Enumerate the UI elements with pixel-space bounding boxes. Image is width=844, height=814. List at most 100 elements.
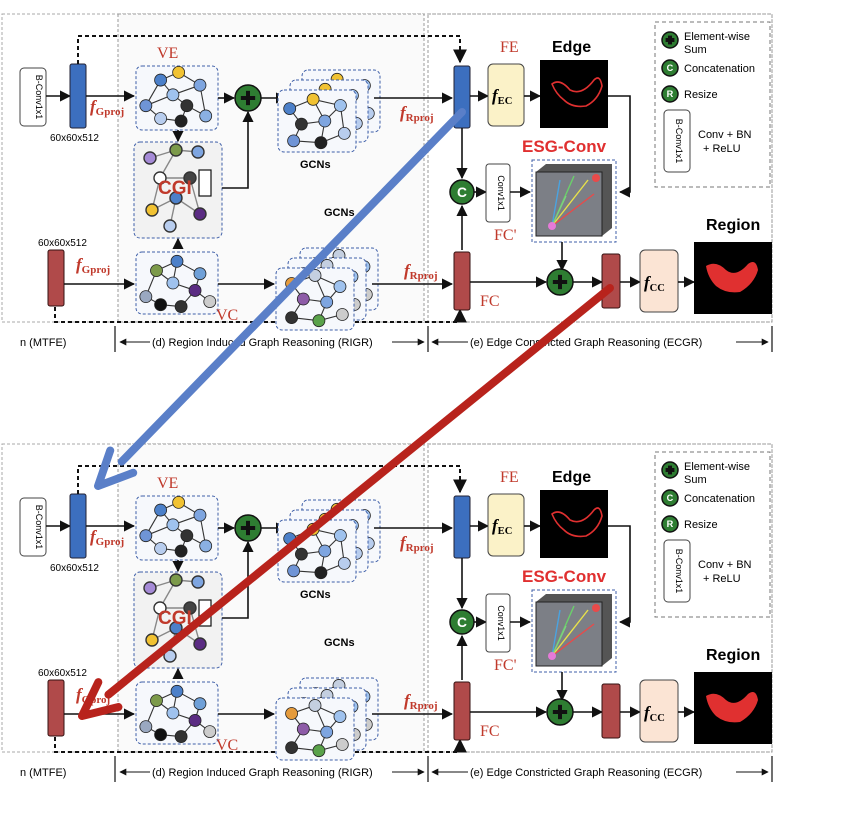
bottom-cgi-node (143, 581, 157, 595)
top-f-gproj-top: fGproj (90, 97, 124, 118)
bottom-bconv-block (19, 497, 47, 557)
top-gcn-top-layer-node (294, 117, 308, 131)
bottom-vc-graph-node (166, 706, 180, 720)
bottom-vc-graph (135, 681, 219, 745)
top-esg-frame (531, 159, 617, 243)
top-vc-label: VC (216, 307, 238, 324)
bottom-gcn-top-layer-node (337, 556, 351, 570)
bottom-vc-graph-node (139, 720, 153, 734)
bottom-gcn-top-layer-node (314, 566, 328, 580)
top-dim-bottom: 60x60x512 (38, 238, 87, 249)
top-esg-ray (551, 195, 567, 227)
bottom-vc-graph-node (150, 694, 163, 708)
bottom-cgi-node (169, 621, 183, 635)
top-legend-bconv-block (663, 109, 691, 173)
top-gcn-bottom-layer-node (312, 314, 326, 328)
bottom-ve-graph-node (154, 503, 168, 517)
top-fcc-block (639, 249, 679, 313)
bottom-legend-convbn-2: + ReLU (703, 573, 741, 585)
bottom-legend-concat-icon-symbol: C (667, 493, 674, 503)
bottom-ve-graph-node (174, 544, 188, 558)
top-ve-graph-node (154, 73, 168, 87)
bottom-vc-graph-node (203, 725, 217, 739)
bottom-esg-frame (531, 589, 617, 673)
panel-bottom: B-Conv1x160x60x512fGprojVEGCNsfRprojCGI6… (1, 443, 773, 782)
top-red-block (47, 249, 65, 307)
top-gcn-top-layer-node (333, 99, 347, 112)
top-dim-top: 60x60x512 (50, 133, 99, 144)
blue-cross-arrow (94, 108, 466, 490)
bottom-sum-red-block (601, 683, 621, 739)
top-ve-graph (135, 65, 219, 131)
top-ecgr-frame (427, 13, 773, 323)
bottom-f-rproj-bottom: fRproj (404, 691, 438, 712)
bottom-edge-title: Edge (552, 469, 591, 486)
bottom-legend-bconv-block (663, 539, 691, 603)
bottom-gcn-bottom-layer-node (285, 707, 299, 720)
bottom-legend-concat: Concatenation (684, 493, 755, 505)
bottom-conv1x1-label: Conv1x1 (496, 605, 506, 641)
top-dashed-bypass-top (77, 35, 467, 64)
bottom-ve-graph-node (199, 539, 213, 553)
bottom-cgi-node (191, 575, 205, 589)
bottom-gcn-bottom-layer-node (285, 741, 299, 755)
bottom-legend-sum-icon-v (668, 465, 672, 475)
bottom-gcn-bottom-layer-node (296, 722, 310, 736)
bottom-fcc-block (639, 679, 679, 743)
top-legend-bconv-label: B-Conv1x1 (674, 119, 684, 164)
top-gcn-top-layer-node (318, 114, 332, 128)
top-cgi-node (191, 145, 205, 159)
top-f-rproj-top: fRproj (400, 103, 434, 124)
top-ve-graph-node (193, 78, 207, 92)
top-gcn-top-layer-node (287, 134, 301, 148)
top-legend-concat-icon (661, 59, 679, 77)
bottom-ve-label: VE (157, 475, 178, 492)
top-caption-rigr: (d) Region Induced Graph Reasoning (RIGR… (152, 337, 373, 349)
bottom-esg-ray (551, 609, 561, 657)
bottom-esg-center (548, 652, 556, 660)
bottom-fe-label: FE (500, 469, 519, 486)
bottom-legend-resize: Resize (684, 519, 718, 531)
top-vc-graph-node (170, 254, 184, 268)
top-arrow-edge-esg (608, 95, 631, 198)
top-esg-ray (551, 193, 595, 227)
top-cgi-node (193, 207, 207, 221)
bottom-esg-corner (592, 604, 600, 612)
bottom-arrow-edge-esg (608, 525, 631, 628)
top-esg-ray (551, 179, 589, 227)
bottom-dashed-bypass-bottom (54, 730, 467, 753)
top-fc-block (453, 251, 471, 311)
bottom-concat-c-symbol: C (457, 615, 467, 630)
top-vc-graph-node (203, 295, 217, 309)
bottom-gcn-bottom-layer-node (333, 710, 347, 724)
top-concat-c-symbol: C (457, 185, 467, 200)
bottom-esg-ray (551, 625, 567, 657)
bottom-gcn-top-layer-node (333, 529, 347, 542)
top-legend-resize: Resize (684, 89, 718, 101)
top-ve-graph-node (180, 99, 194, 113)
top-gcn-bottom-layer-node (320, 295, 334, 309)
bottom-ve-graph-node (154, 542, 168, 555)
top-esg-corner (592, 174, 600, 182)
top-cgi-node (169, 191, 183, 205)
top-region-shape (706, 262, 758, 293)
bottom-gcns-bottom: GCNs (324, 637, 355, 649)
top-gcn-top-layer-node (337, 126, 351, 140)
top-gcn-top-layer-node (283, 102, 297, 115)
bottom-gcn-top-layer-node (294, 547, 308, 561)
top-gcn-bottom-layer-node (285, 311, 299, 325)
top-legend-concat: Concatenation (684, 63, 755, 75)
top-f-cc: fCC (644, 273, 665, 294)
top-blue-block (69, 63, 87, 129)
bottom-cgi-node (169, 573, 183, 587)
bottom-fc-block (453, 681, 471, 741)
bottom-cgi-node (145, 633, 159, 647)
bottom-ve-graph-node (180, 529, 194, 543)
bottom-fc-prime-label: FC' (494, 657, 517, 674)
top-sum-top-v (246, 90, 250, 106)
bottom-cgi-label: CGI (158, 608, 192, 629)
top-f-gproj-bottom: fGproj (76, 255, 110, 276)
bottom-dim-bottom: 60x60x512 (38, 668, 87, 679)
top-cgi-node (163, 219, 177, 233)
